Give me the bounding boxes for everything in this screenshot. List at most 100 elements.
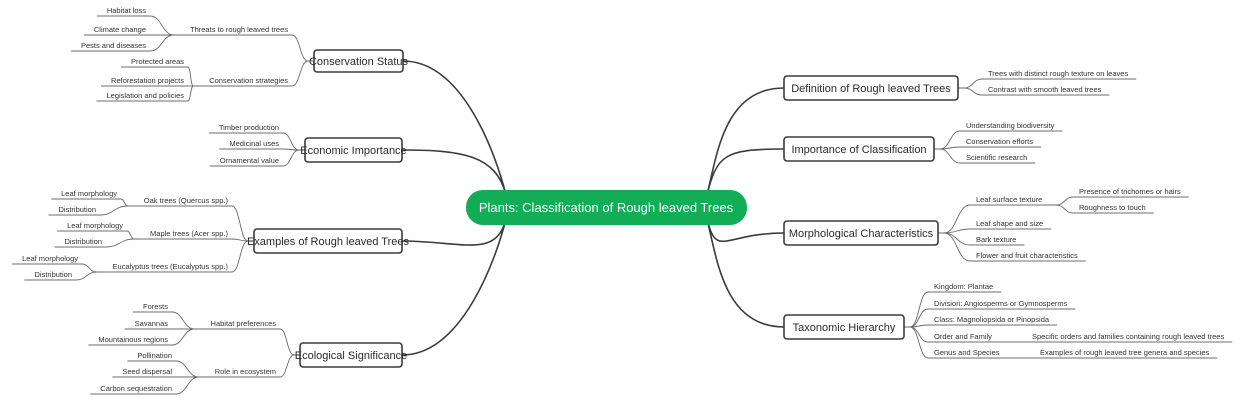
subtopic-leaf-surface-texture[interactable]: Leaf surface texture <box>970 195 1051 206</box>
sub-connector <box>938 232 971 246</box>
subtopic-role-in-ecosystem[interactable]: Role in ecosystem <box>204 367 280 378</box>
subtopic-oak-trees-quercus-spp[interactable]: Oak trees (Quercus spp.) <box>133 196 232 207</box>
subtopic-forests[interactable]: Forests <box>132 302 172 313</box>
sub-connector <box>904 326 929 359</box>
root-topic[interactable]: Plants: Classification of Rough leaved T… <box>466 190 747 225</box>
subtopic-distribution[interactable]: Distribution <box>48 205 100 216</box>
main-connector <box>401 218 507 356</box>
topic-importance-of-classification[interactable]: Importance of Classification <box>783 136 935 162</box>
subtopic-leaf-morphology[interactable]: Leaf morphology <box>51 189 121 200</box>
main-connector <box>402 60 507 196</box>
subtopic-pollination[interactable]: Pollination <box>127 351 176 362</box>
subtopic-habitat-preferences[interactable]: Habitat preferences <box>200 319 280 330</box>
subtopic-class-magnoliopsida-or-pinopsida[interactable]: Class: Magnoliopsida or Pinopsida <box>928 315 1058 326</box>
subtopic-label: Specific orders and families containing … <box>1032 332 1224 341</box>
subtopic-label: Pests and diseases <box>81 41 146 50</box>
subtopic-flower-and-fruit-characteristics[interactable]: Flower and fruit characteristics <box>970 251 1086 262</box>
subtopic-eucalyptus-trees-eucalyptus-spp[interactable]: Eucalyptus trees (Eucalyptus spp.) <box>102 262 232 273</box>
subtopic-protected-areas[interactable]: Protected areas <box>121 57 188 68</box>
sub-connector <box>938 232 971 262</box>
subtopic-label: Trees with distinct rough texture on lea… <box>988 69 1128 78</box>
subtopic-scientific-research[interactable]: Scientific research <box>960 153 1036 164</box>
topic-ecological-significance[interactable]: Ecological Significance <box>295 342 408 368</box>
subtopic-distribution[interactable]: Distribution <box>54 237 106 248</box>
subtopic-climate-change[interactable]: Climate change <box>83 25 150 36</box>
topic-box <box>313 49 404 73</box>
subtopic-savannas[interactable]: Savannas <box>124 319 172 330</box>
subtopic-medicinal-uses[interactable]: Medicinal uses <box>219 139 283 150</box>
subtopic-distribution[interactable]: Distribution <box>24 270 76 281</box>
subtopic-label: Legislation and policies <box>106 91 184 100</box>
subtopic-label: Roughness to touch <box>1079 203 1146 212</box>
subtopic-label: Medicinal uses <box>229 139 279 148</box>
main-connector <box>401 149 507 196</box>
topic-economic-importance[interactable]: Economic Importance <box>300 137 407 163</box>
subtopic-carbon-sequestration[interactable]: Carbon sequestration <box>90 384 176 395</box>
sub-connector <box>904 291 929 328</box>
topic-label: Conservation Status <box>309 56 409 68</box>
node-layer: Plants: Classification of Rough leaved T… <box>12 6 1233 395</box>
subtopic-maple-trees-acer-spp[interactable]: Maple trees (Acer spp.) <box>140 229 232 240</box>
subtopic-mountainous-regions[interactable]: Mountainous regions <box>88 335 172 346</box>
subtopic-conservation-efforts[interactable]: Conservation efforts <box>960 137 1041 148</box>
subtopic-label: Contrast with smooth leaved trees <box>988 85 1102 94</box>
topic-morphological-characteristics[interactable]: Morphological Characteristics <box>783 220 939 246</box>
subtopic-division-angiosperms-or-gymnosperms[interactable]: Division: Angiosperms or Gymnosperms <box>928 299 1076 310</box>
sub-connector <box>231 240 254 273</box>
subtopic-conservation-strategies[interactable]: Conservation strategies <box>199 76 292 87</box>
sub-connector <box>171 311 201 330</box>
subtopic-kingdom-plantae[interactable]: Kingdom: Plantae <box>928 282 1002 293</box>
subtopic-leaf-morphology[interactable]: Leaf morphology <box>57 221 127 232</box>
subtopic-examples-of-rough-leaved-tree-genera-and-species[interactable]: Examples of rough leaved tree genera and… <box>1034 348 1218 359</box>
subtopic-label: Kingdom: Plantae <box>934 282 993 291</box>
subtopic-label: Forests <box>143 302 168 311</box>
subtopic-reforestation-projects[interactable]: Reforestation projects <box>101 76 188 87</box>
subtopic-legislation-and-policies[interactable]: Legislation and policies <box>96 91 188 102</box>
main-connector <box>401 218 507 246</box>
sub-connector <box>934 130 961 150</box>
topic-box <box>304 137 403 163</box>
subtopic-label: Understanding biodiversity <box>966 121 1055 130</box>
topic-label: Economic Importance <box>300 145 406 157</box>
subtopic-label: Distribution <box>64 237 102 246</box>
subtopic-label: Protected areas <box>131 57 184 66</box>
subtopic-label: Maple trees (Acer spp.) <box>150 229 228 238</box>
subtopic-trees-with-distinct-rough-texture-on-leaves[interactable]: Trees with distinct rough texture on lea… <box>982 69 1137 80</box>
topic-taxonomic-hierarchy[interactable]: Taxonomic Hierarchy <box>783 314 905 340</box>
topic-box <box>253 228 403 254</box>
topic-label: Importance of Classification <box>791 144 926 156</box>
sub-connector <box>187 66 200 87</box>
topic-label: Ecological Significance <box>295 350 408 362</box>
subtopic-threats-to-rough-leaved-trees[interactable]: Threats to rough leaved trees <box>180 25 292 36</box>
subtopic-timber-production[interactable]: Timber production <box>208 123 283 134</box>
subtopic-label: Eucalyptus trees (Eucalyptus spp.) <box>113 262 229 271</box>
subtopic-seed-dispersal[interactable]: Seed dispersal <box>112 367 176 378</box>
sub-connector <box>904 308 929 328</box>
subtopic-pests-and-diseases[interactable]: Pests and diseases <box>70 41 150 52</box>
subtopic-presence-of-trichomes-or-hairs[interactable]: Presence of trichomes or hairs <box>1073 187 1189 198</box>
subtopic-order-and-family[interactable]: Order and Family <box>928 332 1000 343</box>
root-topic-label: Plants: Classification of Rough leaved T… <box>479 200 734 215</box>
topic-label: Examples of Rough leaved Trees <box>247 236 410 248</box>
subtopic-label: Leaf morphology <box>22 254 78 263</box>
subtopic-genus-and-species[interactable]: Genus and Species <box>928 348 1008 359</box>
topic-conservation-status[interactable]: Conservation Status <box>309 49 409 73</box>
sub-connector <box>1050 196 1074 206</box>
subtopic-specific-orders-and-families-containing-rough-leaved-trees[interactable]: Specific orders and families containing … <box>1026 332 1233 343</box>
subtopic-label: Order and Family <box>934 332 992 341</box>
sub-connector <box>105 238 141 248</box>
subtopic-contrast-with-smooth-leaved-trees[interactable]: Contrast with smooth leaved trees <box>982 85 1110 96</box>
subtopic-leaf-shape-and-size[interactable]: Leaf shape and size <box>970 219 1052 230</box>
subtopic-habitat-loss[interactable]: Habitat loss <box>96 6 150 17</box>
subtopic-bark-texture[interactable]: Bark texture <box>970 235 1025 246</box>
subtopic-roughness-to-touch[interactable]: Roughness to touch <box>1073 203 1154 214</box>
subtopic-leaf-morphology[interactable]: Leaf morphology <box>12 254 82 265</box>
main-connector <box>706 87 785 196</box>
subtopic-label: Examples of rough leaved tree genera and… <box>1040 348 1210 357</box>
subtopic-ornamental-value[interactable]: Ornamental value <box>209 156 283 167</box>
subtopic-understanding-biodiversity[interactable]: Understanding biodiversity <box>960 121 1063 132</box>
topic-examples-of-rough-leaved-trees[interactable]: Examples of Rough leaved Trees <box>247 228 410 254</box>
topic-definition-of-rough-leaved-trees[interactable]: Definition of Rough leaved Trees <box>783 75 959 101</box>
sub-connector <box>175 360 205 378</box>
